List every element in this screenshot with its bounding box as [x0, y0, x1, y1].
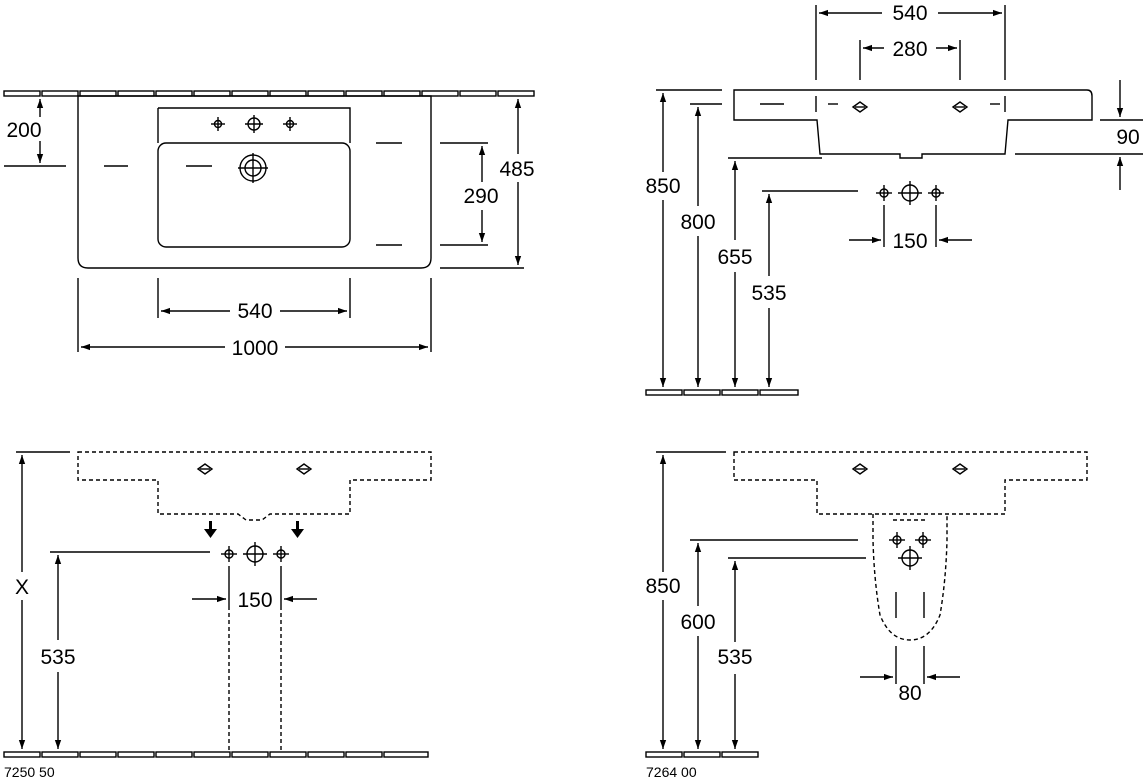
top-view: [3, 90, 535, 352]
article-code-7264: 7264 00: [646, 764, 697, 780]
tap-hole-icon: [295, 463, 313, 475]
tap-hole-icon: [283, 117, 297, 131]
supply-connection-icon: [221, 546, 237, 562]
basin-outline-front-2: [733, 451, 1088, 515]
dim-label-535-front-1: 535: [40, 646, 75, 669]
dim-label-540-top: 540: [892, 2, 927, 25]
front-view-2-labels: 850 600 535 80 7264 00: [645, 575, 921, 780]
front-view-1: [3, 451, 432, 758]
bowl-outline: [157, 142, 351, 248]
dim-label-200: 200: [6, 119, 41, 142]
dim-label-485: 485: [499, 158, 534, 181]
dim-label-535: 535: [751, 282, 786, 305]
article-code-7250: 7250 50: [4, 764, 55, 780]
dim-label-850-front-2: 850: [645, 575, 680, 598]
basin-outline-top: [77, 95, 432, 269]
floor-tiles-front-2: [645, 751, 759, 758]
tap-hole-icon: [211, 117, 225, 131]
supply-connection-icon: [876, 185, 892, 201]
dim-label-150-front-1: 150: [237, 589, 272, 612]
drain-icon: [238, 153, 268, 183]
dim-label-600: 600: [680, 611, 715, 634]
tap-hole-icon: [851, 463, 869, 475]
dim-label-800: 800: [680, 211, 715, 234]
dim-label-1000: 1000: [232, 337, 279, 360]
supply-connection-icon: [243, 542, 267, 566]
arrow-down-icon: [291, 521, 304, 538]
dim-label-290: 290: [463, 185, 498, 208]
tap-hole-icon: [951, 463, 969, 475]
top-view-labels: 200 485 290 540 1000: [6, 119, 534, 360]
floor-tiles-side: [645, 389, 799, 396]
tap-hole-icon: [245, 115, 263, 133]
supply-connection-icon: [928, 185, 944, 201]
basin-outline-side: [733, 89, 1093, 159]
front-view-1-labels: X 535 150 7250 50: [4, 576, 273, 780]
dim-label-90: 90: [1116, 126, 1139, 149]
semi-pedestal-outline: [872, 514, 948, 641]
front-view-2: [645, 451, 1088, 758]
dim-label-x: X: [15, 576, 29, 599]
tap-platform: [158, 107, 351, 143]
wall-tiles-top: [3, 90, 535, 97]
floor-tiles-front-1: [3, 751, 429, 758]
dim-label-850: 850: [645, 175, 680, 198]
dim-label-535-front-2: 535: [717, 646, 752, 669]
tap-hole-icon: [951, 101, 969, 113]
tap-hole-icon: [196, 463, 214, 475]
tap-hole-icon: [851, 101, 869, 113]
arrow-down-icon: [204, 521, 217, 538]
basin-outline-front-1: [77, 451, 432, 521]
dim-label-80: 80: [898, 682, 921, 705]
supply-connection-icon: [915, 532, 931, 548]
side-view: [645, 5, 1143, 396]
dim-label-655: 655: [717, 246, 752, 269]
dim-label-280: 280: [892, 38, 927, 61]
pedestal-outline-front-1: [228, 606, 282, 752]
dim-label-540: 540: [237, 300, 272, 323]
side-view-labels: 540 280 90 850 800 655 535 150: [645, 2, 1139, 305]
supply-connection-icon: [898, 181, 922, 205]
drain-icon: [898, 546, 922, 570]
supply-connection-icon: [273, 546, 289, 562]
supply-connection-icon: [889, 532, 905, 548]
dim-label-150: 150: [892, 230, 927, 253]
